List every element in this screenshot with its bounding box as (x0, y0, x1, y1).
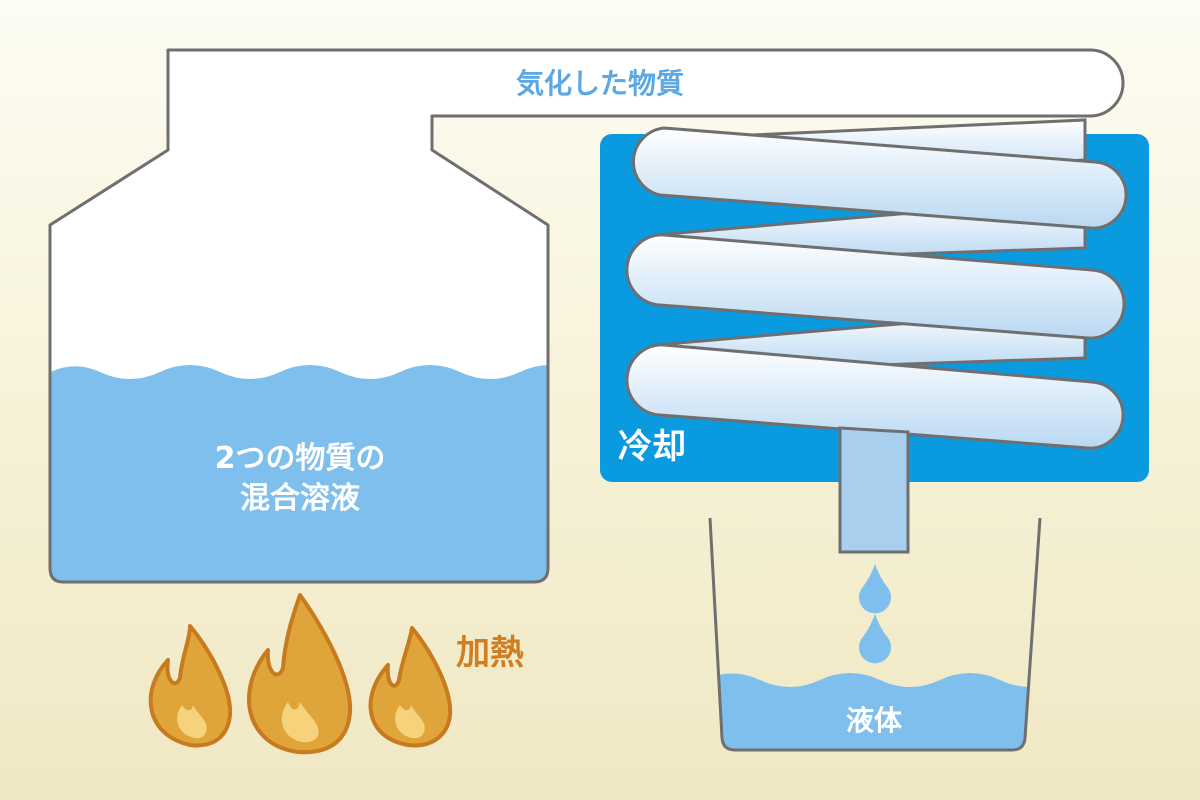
flame-middle (247, 593, 353, 755)
coil-loop-1 (632, 126, 1128, 230)
outlet-pipe (838, 426, 910, 554)
mixture-label-line2: 混合溶液 (240, 481, 360, 516)
droplet-2 (859, 614, 891, 664)
flame-right (368, 626, 453, 748)
liquid-label: 液体 (846, 704, 903, 737)
mixture-label-line1: 2つの物質の (215, 441, 386, 476)
flame-left (148, 624, 233, 748)
vapor-label: 気化した物質 (516, 67, 684, 100)
heat-label: 加熱 (456, 633, 524, 673)
cooling-label: 冷却 (618, 427, 686, 467)
beaker-liquid (710, 673, 1040, 750)
droplet-1 (859, 564, 891, 614)
coil-loop-2 (625, 233, 1126, 340)
flask-outline (48, 48, 1125, 584)
beaker-outline (708, 517, 1042, 752)
flask-liquid (50, 365, 580, 582)
